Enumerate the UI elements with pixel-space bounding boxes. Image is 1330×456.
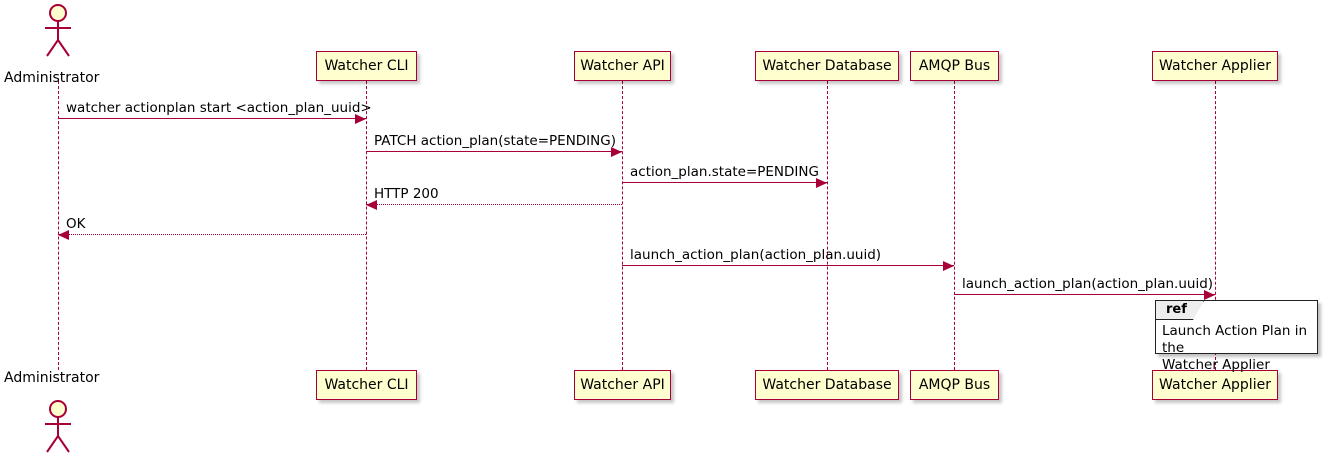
participant-box-watcher-api-bottom[interactable]: Watcher API [574,370,671,400]
message-arrowhead-2 [611,146,622,157]
participant-label: Watcher Database [762,377,892,393]
lifeline-watcher-api [622,81,623,370]
message-label-5: OK [66,216,86,232]
lifeline-administrator [58,81,59,370]
lifeline-watcher-cli [366,81,367,370]
participant-box-watcher-applier-bottom[interactable]: Watcher Applier [1152,370,1278,400]
message-arrowhead-3 [816,177,827,188]
message-arrowhead-7 [1204,289,1215,300]
message-arrowhead-5 [58,229,69,240]
message-line-1 [58,118,366,119]
lifeline-watcher-database [827,81,828,370]
participant-box-amqp-bus-bottom[interactable]: AMQP Bus [910,370,999,400]
message-line-2 [366,151,622,152]
participant-label: Watcher API [580,377,665,393]
actor-figure-top [38,2,78,58]
participant-label: Watcher CLI [324,58,409,74]
participant-label: Watcher Applier [1159,58,1271,74]
message-label-4: HTTP 200 [374,186,439,202]
participant-box-watcher-database-bottom[interactable]: Watcher Database [755,370,899,400]
participant-label: Watcher API [580,58,665,74]
message-label-6: launch_action_plan(action_plan.uuid) [630,247,882,263]
participant-label: AMQP Bus [918,377,991,393]
participant-label: Watcher CLI [324,377,409,393]
participant-label: Watcher Applier [1159,377,1271,393]
actor-label-bottom: Administrator [4,370,100,386]
message-line-3 [622,182,827,183]
participant-box-amqp-bus-top[interactable]: AMQP Bus [910,51,999,81]
participant-label: Watcher Database [762,58,892,74]
participant-box-watcher-applier-top[interactable]: Watcher Applier [1152,51,1278,81]
participant-box-watcher-database-top[interactable]: Watcher Database [755,51,899,81]
message-line-5 [58,234,366,235]
message-line-4 [366,204,622,205]
lifeline-amqp-bus [954,81,955,370]
participant-box-watcher-cli-top[interactable]: Watcher CLI [316,51,417,81]
message-line-6 [622,265,954,266]
participant-box-watcher-api-top[interactable]: Watcher API [574,51,671,81]
ref-fragment-text-line-1: Launch Action Plan in the [1162,323,1308,356]
message-line-7 [954,294,1215,295]
participant-box-watcher-cli-bottom[interactable]: Watcher CLI [316,370,417,400]
ref-fragment-tab: ref [1156,301,1204,320]
message-arrowhead-1 [355,113,366,124]
actor-label-top: Administrator [4,70,100,86]
participant-label: AMQP Bus [918,58,991,74]
message-label-3: action_plan.state=PENDING [630,164,819,180]
lifeline-watcher-applier [1215,81,1216,370]
message-label-2: PATCH action_plan(state=PENDING) [374,133,616,149]
actor-figure-bottom [38,398,78,454]
message-arrowhead-6 [943,260,954,271]
ref-fragment-text-line-2: Watcher Applier [1162,356,1270,373]
message-label-1: watcher actionplan start <action_plan_uu… [66,100,372,116]
message-arrowhead-4 [366,199,377,210]
message-label-7: launch_action_plan(action_plan.uuid) [962,276,1214,292]
